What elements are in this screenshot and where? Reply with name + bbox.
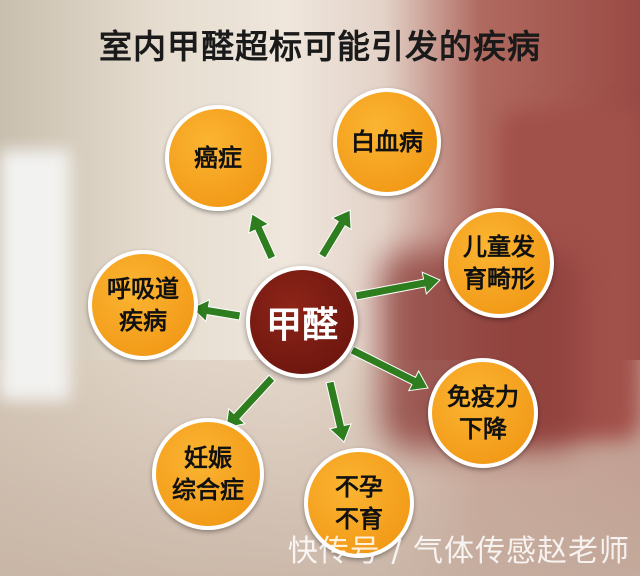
node-cancer: 癌症 [165, 105, 271, 211]
arrow-1 [317, 209, 352, 259]
node-child-deformity: 儿童发 育畸形 [444, 208, 554, 318]
arrow-6 [325, 380, 352, 443]
node-respiratory: 呼吸道 疾病 [88, 250, 198, 360]
node-pregnancy: 妊娠 综合症 [152, 418, 264, 530]
title: 室内甲醛超标可能引发的疾病 [99, 27, 541, 66]
center-node: 甲醛 [246, 266, 358, 378]
arrow-4 [349, 345, 429, 392]
arrow-5 [225, 374, 276, 429]
arrow-3 [191, 298, 242, 323]
arrow-0 [247, 213, 277, 261]
background-window [0, 150, 70, 400]
node-infertility: 不孕 不育 [304, 448, 414, 558]
node-immunity: 免疫力 下降 [428, 358, 538, 468]
watermark: 快传号 / 气体传感赵老师 [287, 534, 630, 569]
node-leukemia: 白血病 [333, 88, 441, 196]
arrow-2 [354, 271, 441, 301]
